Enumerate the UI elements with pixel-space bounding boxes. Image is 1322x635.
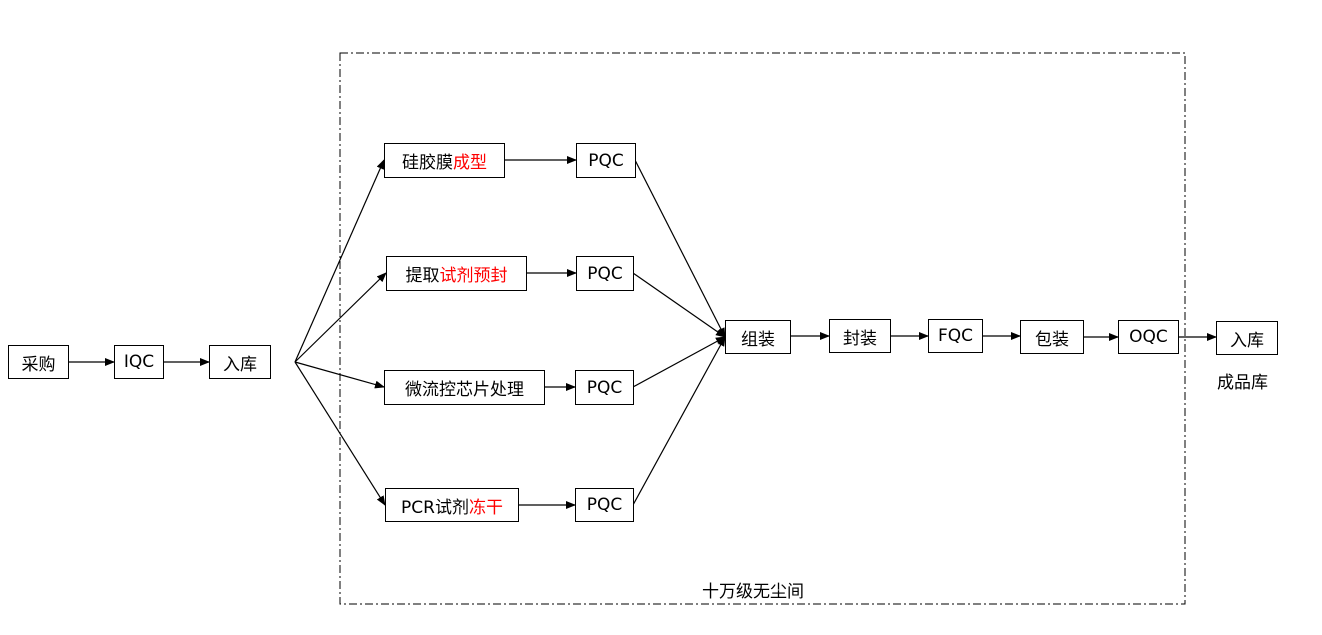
step-label: 入库 (223, 354, 257, 375)
arrow-split-branch-4 (294, 361, 386, 506)
step-label: PQC (588, 150, 624, 171)
step-purchase: 采购 (8, 345, 69, 379)
pqc-1: PQC (576, 143, 636, 178)
step-label: 入库 (1230, 330, 1264, 351)
arrow-pqc-1-assembly (634, 159, 726, 338)
step-label: FQC (937, 326, 974, 346)
step-label: 微流控芯片处理 (405, 380, 524, 400)
branch-silicone-membrane: 硅胶膜成型 (384, 143, 505, 178)
step-label: PQC (586, 377, 623, 398)
step-warehouse-in: 入库 (209, 345, 271, 379)
step-label: OQC (1129, 327, 1168, 347)
step-label-highlight: 成型 (453, 153, 487, 173)
step-label: 硅胶膜 (402, 153, 453, 173)
pqc-4: PQC (575, 488, 634, 522)
pqc-2: PQC (576, 256, 634, 291)
step-label: 封装 (843, 328, 877, 349)
arrow-split-branch-1 (294, 159, 385, 363)
arrow-split-branch-2 (294, 272, 387, 363)
arrow-split-branch-3 (294, 361, 385, 389)
arrow-pqc-3-assembly (632, 336, 726, 388)
finished-goods-store-label: 成品库 (1217, 373, 1268, 393)
cleanroom-boundary (339, 52, 1186, 605)
arrow-pqc-4-assembly (632, 336, 726, 506)
branch-microfluidic-chip: 微流控芯片处理 (384, 370, 545, 405)
step-label: PQC (586, 495, 623, 515)
step-label: IQC (123, 352, 155, 372)
pqc-3: PQC (575, 370, 634, 405)
cleanroom-label: 十万级无尘间 (702, 582, 804, 602)
step-packaging: 包装 (1020, 320, 1084, 354)
step-iqc: IQC (114, 345, 164, 379)
step-assembly: 组装 (725, 320, 791, 354)
step-label: PQC (587, 263, 623, 284)
step-label: PCR试剂 (401, 497, 469, 518)
arrow-pqc-2-assembly (632, 272, 726, 338)
step-label: 提取 (405, 266, 440, 286)
branch-pcr-freeze-dry: PCR试剂冻干 (385, 488, 519, 522)
step-label: 组装 (741, 329, 775, 350)
step-label-highlight: 试剂预封 (439, 266, 508, 286)
branch-reagent-preseal: 提取试剂预封 (386, 256, 527, 291)
step-label: 采购 (21, 354, 56, 375)
step-sealing: 封装 (829, 319, 891, 353)
step-finished-warehouse-in: 入库 (1216, 321, 1278, 355)
step-fqc: FQC (928, 319, 983, 353)
step-oqc: OQC (1118, 320, 1179, 354)
step-label: 包装 (1035, 329, 1069, 350)
step-label-highlight: 冻干 (468, 497, 503, 518)
